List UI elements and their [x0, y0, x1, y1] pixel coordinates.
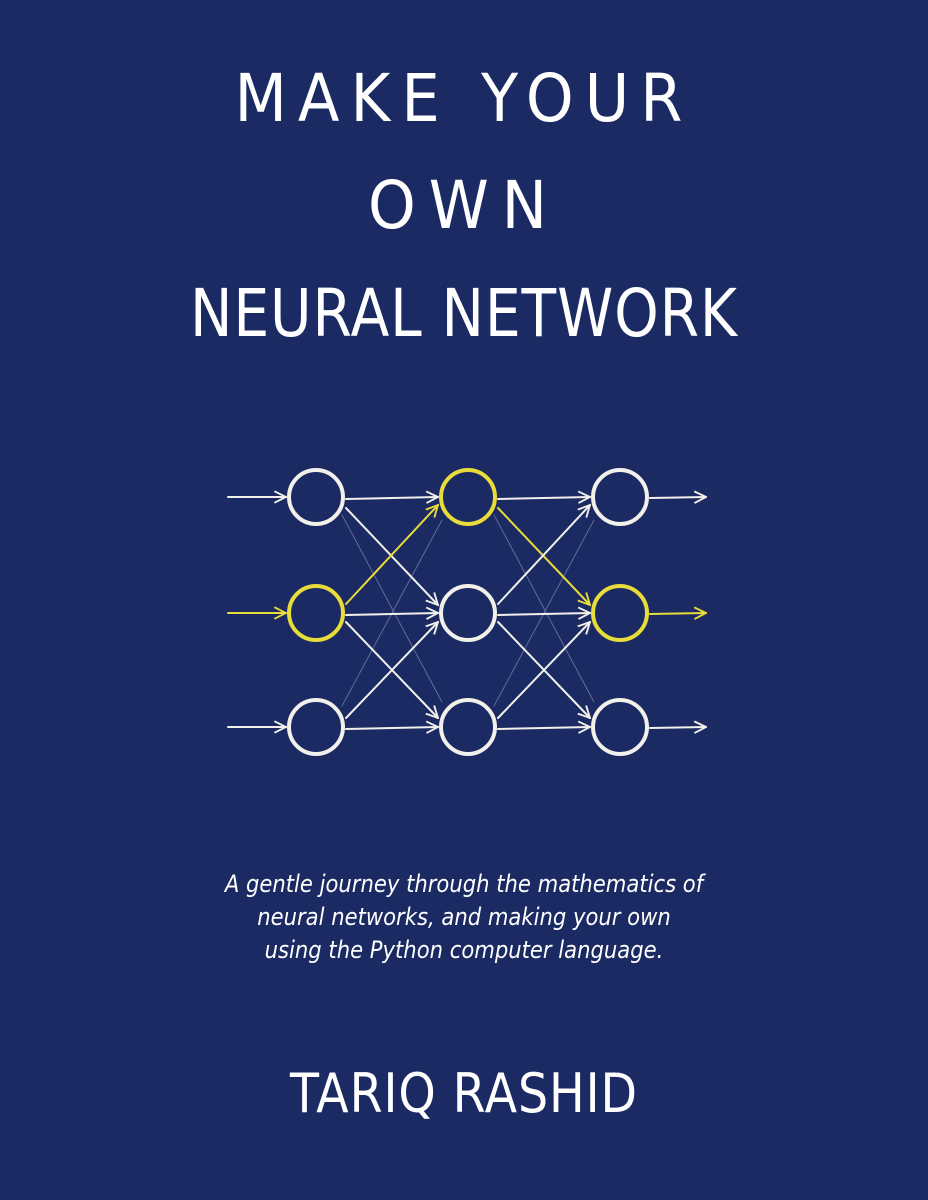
node-output-3	[591, 698, 649, 756]
author-name: TARIQ RASHID	[289, 1062, 639, 1125]
title-line-1: MAKE YOUR	[234, 60, 694, 137]
subtitle: A gentle journey through the mathematics…	[56, 868, 873, 967]
node-input-3	[287, 698, 345, 756]
node-hidden-2	[439, 584, 497, 642]
node-output-2	[591, 584, 649, 642]
node-input-1	[287, 468, 345, 526]
node-hidden-1	[439, 468, 497, 526]
node-output-1	[591, 468, 649, 526]
title-line-3: NEURAL NETWORK	[189, 275, 738, 352]
subtitle-line-2: neural networks, and making your own	[257, 903, 671, 931]
subtitle-line-1: A gentle journey through the mathematics…	[224, 870, 704, 898]
subtitle-line-3: using the Python computer language.	[264, 936, 664, 964]
title-line-2: OWN	[368, 167, 560, 244]
node-hidden-3	[439, 698, 497, 756]
node-input-2	[287, 584, 345, 642]
